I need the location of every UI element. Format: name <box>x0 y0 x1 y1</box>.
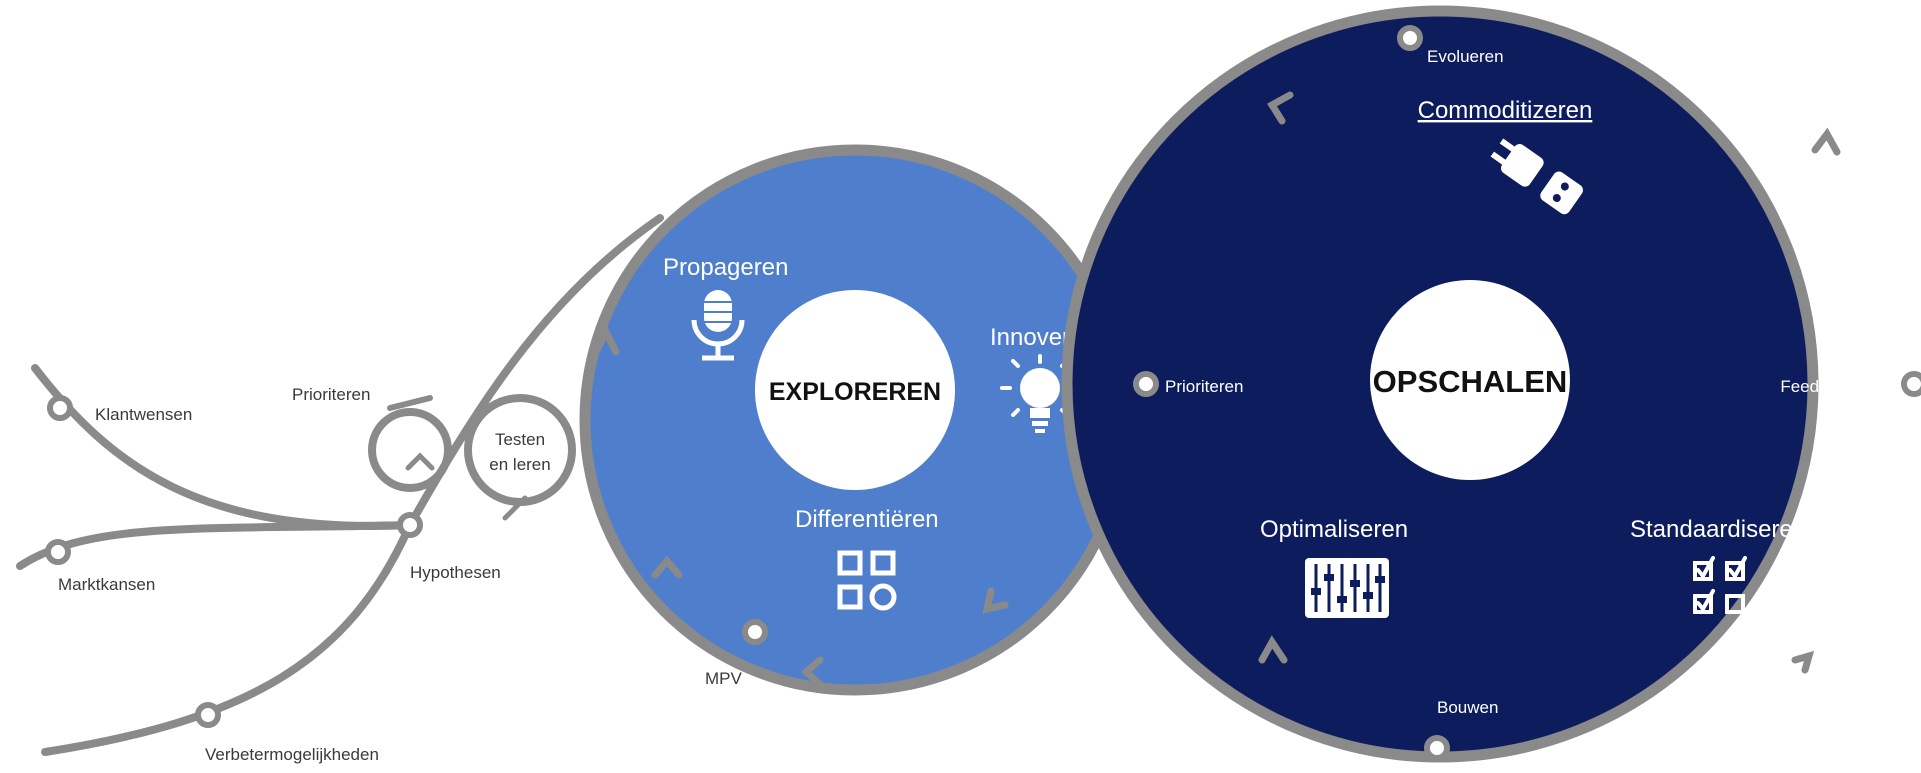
scale-cycle: OPSCHALEN Evolueren Commoditizeren Prior… <box>1061 5 1855 763</box>
plug-icon <box>1490 138 1583 215</box>
node-feedback <box>1901 371 1921 397</box>
node-verbetermogelijkheden <box>195 702 221 728</box>
label-feedback: Feedback <box>1780 377 1855 396</box>
node-bouwen <box>1424 735 1450 761</box>
scale-hub-label: OPSCHALEN <box>1373 364 1568 399</box>
node-prioriteren-center <box>1133 371 1159 397</box>
loop-testen-en-leren <box>464 394 576 521</box>
node-hypothesen <box>397 512 423 538</box>
label-propageren: Propageren <box>663 254 788 281</box>
node-marktkansen <box>45 539 71 565</box>
label-testen: Testen <box>495 430 545 449</box>
label-hypothesen: Hypothesen <box>410 563 501 582</box>
label-prioriteren-left: Prioriteren <box>292 385 370 404</box>
branch-verbetermogelijkheden <box>41 521 414 756</box>
explore-hub <box>755 290 955 490</box>
label-en-leren: en leren <box>489 455 550 474</box>
explore-cycle: EXPLOREREN Propageren Innoveren Differen… <box>579 144 1131 696</box>
label-klantwensen: Klantwensen <box>95 405 192 424</box>
label-prioriteren-right: Prioriteren <box>1165 377 1243 396</box>
checklist-icon <box>1693 556 1747 614</box>
label-optimaliseren: Optimaliseren <box>1260 516 1408 543</box>
node-klantwensen <box>47 395 73 421</box>
explore-hub-label: EXPLOREREN <box>769 378 941 406</box>
input-branches <box>16 214 664 756</box>
label-marktkansen: Marktkansen <box>58 575 155 594</box>
scale-ring-nodes <box>1133 25 1921 761</box>
shapes-grid-icon <box>837 550 897 611</box>
label-commoditizeren: Commoditizeren <box>1418 97 1593 124</box>
branch-nodes <box>45 395 423 728</box>
node-mpv <box>742 619 768 645</box>
label-mpv: MPV <box>705 669 743 688</box>
label-bouwen: Bouwen <box>1437 698 1498 717</box>
node-evolueren <box>1397 25 1423 51</box>
sliders-icon <box>1305 558 1389 618</box>
loop-prioriteren <box>368 395 452 492</box>
label-evolueren: Evolueren <box>1427 47 1504 66</box>
microphone-icon <box>691 290 745 361</box>
branch-marktkansen <box>16 521 414 570</box>
label-verbetermogelijkheden: Verbetermogelijkheden <box>205 745 379 764</box>
label-differentieren: Differentiëren <box>795 506 939 533</box>
scale-hub <box>1370 280 1570 480</box>
label-standaardiseren: Standaardiseren <box>1630 516 1806 543</box>
